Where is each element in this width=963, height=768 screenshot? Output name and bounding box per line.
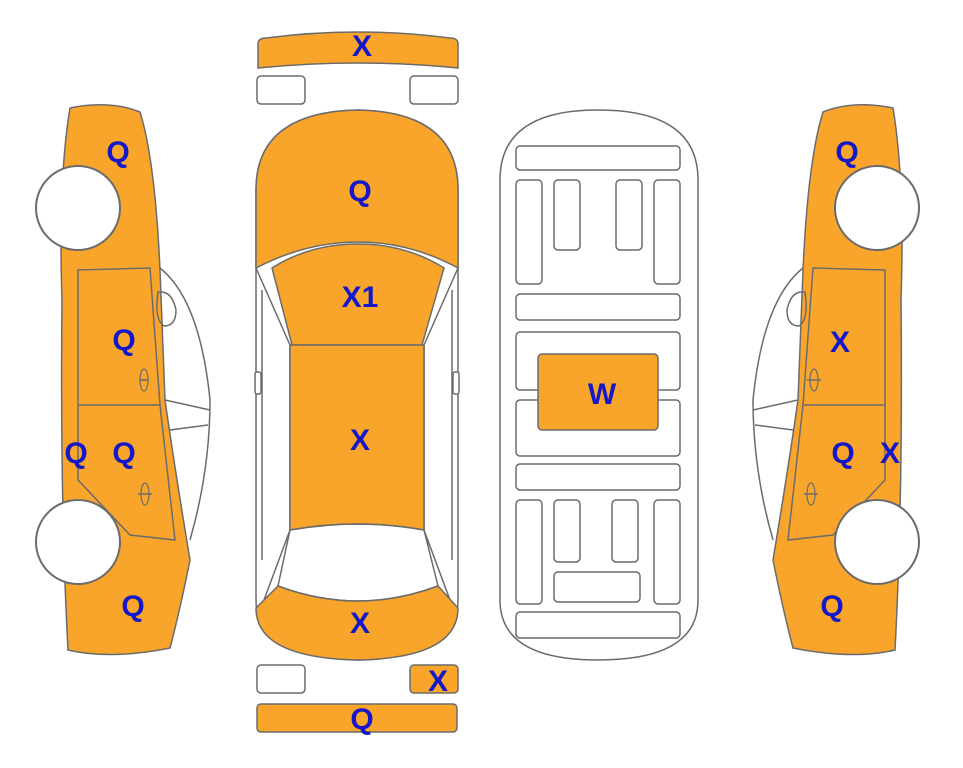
label-left-rocker: Q	[64, 437, 87, 470]
underbody-rail-4	[653, 179, 681, 285]
label-right-front-fender: Q	[835, 136, 858, 169]
top-rear-window	[277, 523, 439, 602]
label-right-rear-door: Q	[831, 437, 854, 470]
underbody-crossmember-2	[515, 463, 681, 491]
right-door-seams	[787, 267, 886, 541]
left-side-view	[35, 104, 211, 656]
underbody-outline	[499, 109, 699, 661]
top-left-mirror	[254, 371, 262, 395]
label-right-rear-quarter: Q	[820, 590, 843, 623]
label-left-front-fender: Q	[106, 136, 129, 169]
right-glass-outline	[752, 267, 804, 541]
right-side-view	[752, 104, 920, 656]
top-bumper-strip[interactable]	[257, 31, 459, 69]
rear-reflector-right[interactable]	[409, 664, 459, 694]
right-rear-tire	[834, 499, 920, 585]
left-glass-outline	[159, 267, 211, 541]
left-mirror	[156, 291, 177, 327]
underbody-rail-1	[515, 179, 543, 285]
label-rear-reflector-right: X	[428, 665, 448, 698]
label-right-rocker: X	[880, 437, 900, 470]
label-top-roof: X	[350, 424, 370, 457]
label-left-front-door: Q	[112, 324, 135, 357]
right-beltline	[752, 399, 799, 411]
top-windshield[interactable]	[271, 243, 445, 346]
label-top-bumper-strip: X	[352, 30, 372, 63]
left-front-handle-icon	[139, 368, 149, 392]
underbody-rail-3	[615, 179, 643, 251]
label-top-trunk: X	[350, 607, 370, 640]
damage-labels: X Q X1 X X X Q W Q Q Q Q Q Q X Q X Q	[64, 30, 900, 736]
rear-reflector-left	[256, 664, 306, 694]
underbody-rail-8	[653, 499, 681, 605]
top-view	[254, 31, 460, 733]
left-rear-tire	[35, 499, 121, 585]
left-beltline-2	[169, 424, 209, 431]
left-door-seams	[77, 267, 176, 541]
rear-bumper-strip[interactable]	[256, 703, 458, 733]
top-hood[interactable]	[255, 109, 459, 270]
underbody-front-bar	[515, 145, 681, 171]
underbody-rail-5	[515, 499, 543, 605]
front-reflector-left	[256, 75, 306, 105]
underbody-rail-6	[553, 499, 581, 563]
underbody-rail-7	[611, 499, 639, 563]
underbody-crossmember-1	[515, 293, 681, 321]
underbody-rear-box	[553, 571, 641, 603]
underbody-rail-2	[553, 179, 581, 251]
label-rear-bumper-strip: Q	[350, 703, 373, 736]
label-underbody-center: W	[588, 378, 617, 411]
right-front-tire	[834, 165, 920, 251]
top-right-mirror	[452, 371, 460, 395]
right-beltline-2	[754, 424, 794, 431]
label-top-hood: Q	[348, 175, 371, 208]
right-mirror	[786, 291, 807, 327]
front-reflector-right	[409, 75, 459, 105]
underbody-view	[499, 109, 699, 661]
label-right-front-door: X	[830, 326, 850, 359]
label-top-windshield: X1	[342, 281, 379, 314]
left-beltline	[164, 399, 211, 411]
underbody-rear-bar	[515, 611, 681, 639]
underbody-center[interactable]	[537, 353, 659, 431]
top-trunk[interactable]	[255, 585, 459, 661]
label-left-rear-door: Q	[112, 437, 135, 470]
label-left-rear-quarter: Q	[121, 590, 144, 623]
left-front-tire	[35, 165, 121, 251]
